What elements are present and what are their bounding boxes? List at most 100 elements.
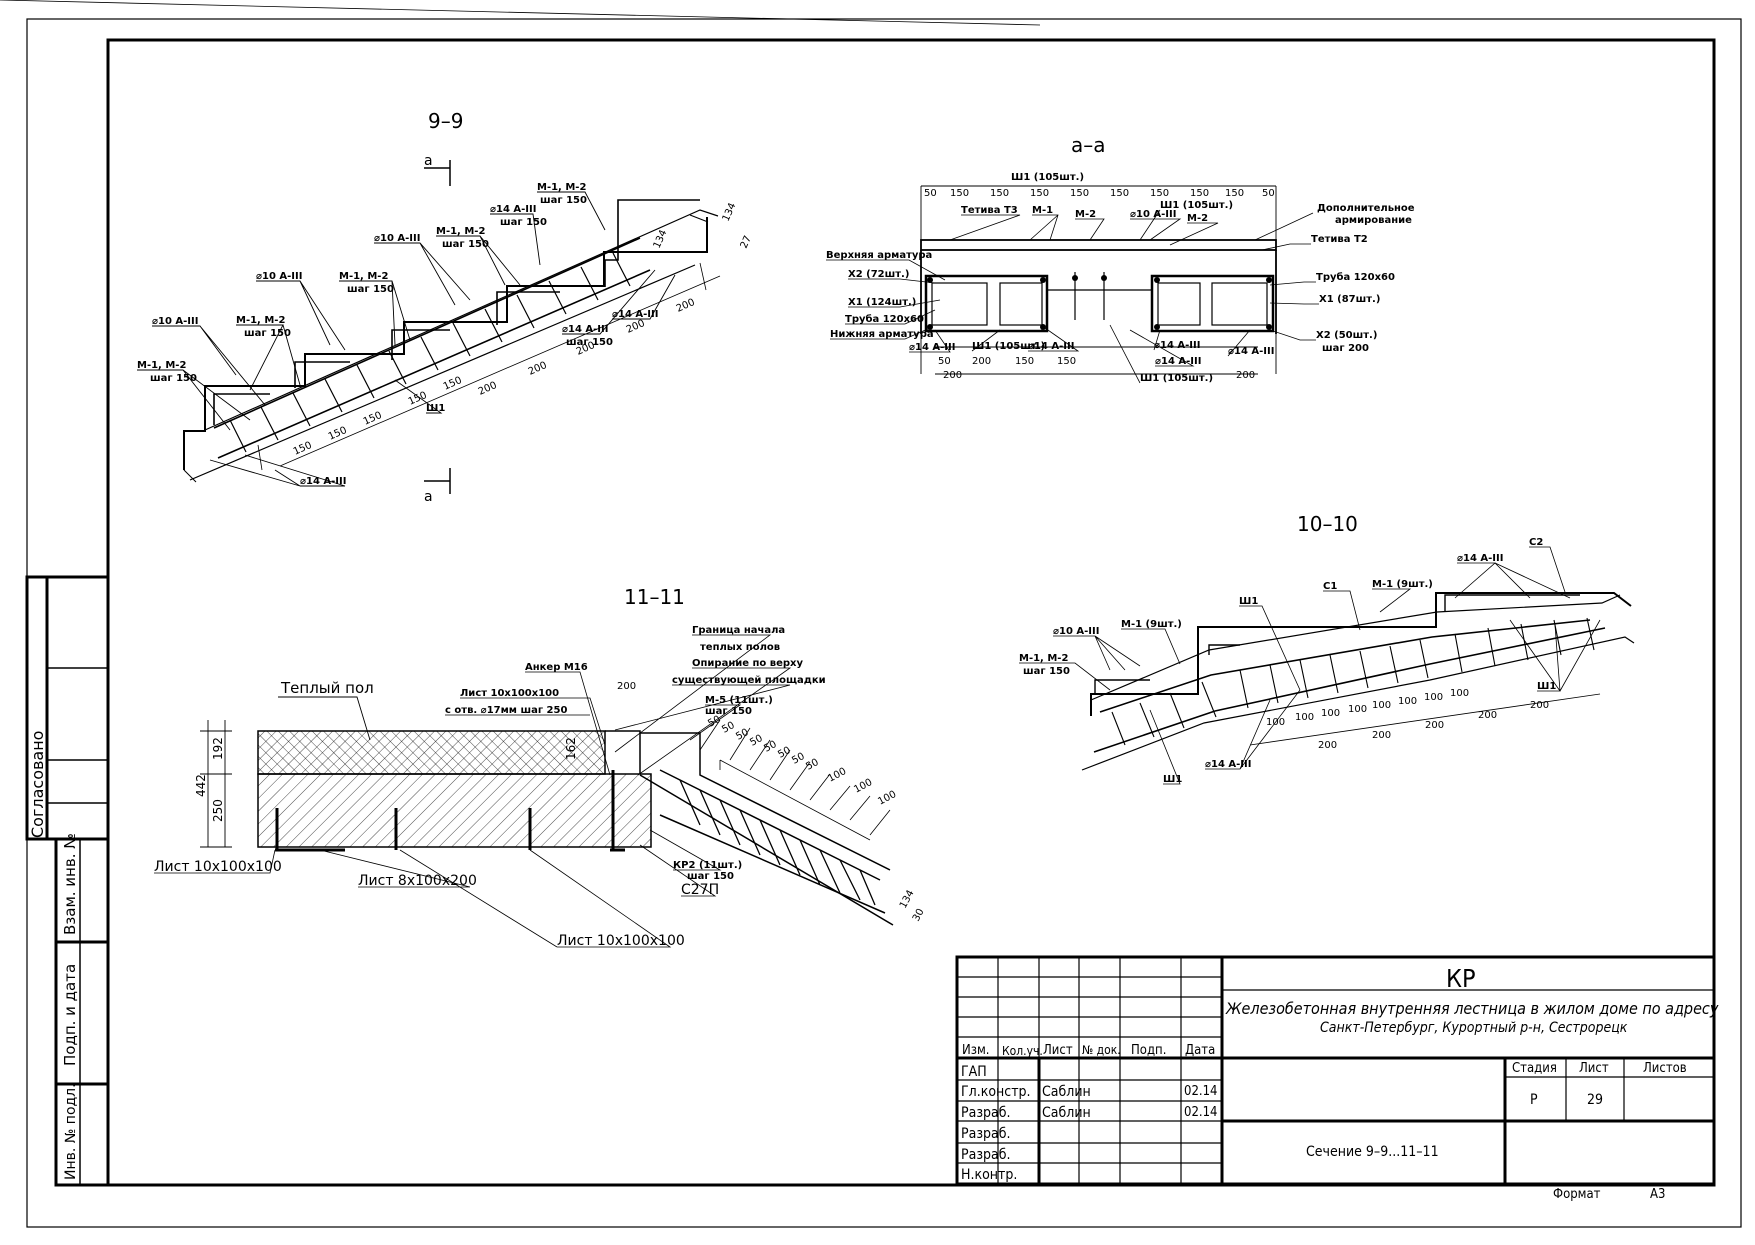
- s1010-dim: 100: [1372, 700, 1391, 711]
- aa-dim-top: 150: [1225, 188, 1244, 199]
- s1010-dim: 200: [1478, 710, 1497, 721]
- s99-label: ⌀14 А-III: [612, 309, 658, 320]
- s1111-dim: 50: [790, 751, 806, 767]
- s1111-label: М-5 (11шт.): [705, 695, 773, 706]
- name-glkonstr: Саблин: [1042, 1084, 1091, 1100]
- hdr-ndok: № док.: [1082, 1043, 1121, 1057]
- aa-label: ⌀14 А-III: [1028, 341, 1074, 352]
- s1010-dim: 100: [1295, 712, 1314, 723]
- s1010-dim: 100: [1398, 696, 1417, 707]
- s1111-dim: 192: [211, 737, 225, 760]
- s1010-label: шаг 150: [1023, 666, 1070, 677]
- s99-dim: 150: [362, 410, 384, 428]
- stage-value: Р: [1530, 1092, 1538, 1108]
- s1010-dim: 100: [1450, 688, 1469, 699]
- s1111-dim: 50: [804, 757, 820, 773]
- aa-label: Тетива Т2: [1311, 234, 1368, 245]
- role-glkonstr: Гл.констр.: [961, 1084, 1031, 1100]
- aa-dim-top: 50: [1262, 188, 1275, 199]
- hdr-sheets: Листов: [1643, 1061, 1687, 1076]
- aa-label: М-2: [1075, 209, 1096, 220]
- aa-label: Ш1 (105шт.): [1160, 200, 1233, 211]
- aa-label: шаг 200: [1322, 343, 1369, 354]
- aa-label: Х2 (50шт.): [1316, 330, 1377, 341]
- title-project-line1: Железобетонная внутренняя лестница в жил…: [1226, 999, 1719, 1018]
- aa-dim-bottom: 200: [972, 356, 991, 367]
- section-10-10-title: 10–10: [1297, 512, 1358, 536]
- section-a-a: а–а 50 150 150 150 150 150 150 150 150 5…: [0, 0, 1415, 384]
- s1111-label: теплых полов: [700, 642, 780, 653]
- s1010-label: Ш1: [1537, 681, 1556, 692]
- aa-dim-top: 150: [990, 188, 1009, 199]
- aa-label: армирование: [1335, 215, 1412, 226]
- aa-label: Х2 (72шт.): [848, 269, 909, 280]
- cut-mark-bottom: а: [424, 489, 433, 505]
- sheet-title: Сечение 9–9...11–11: [1306, 1144, 1439, 1160]
- format-label: Формат: [1553, 1187, 1601, 1202]
- s1111-dim: 50: [776, 745, 792, 761]
- aa-label: Ш1 (105шт.): [1140, 373, 1213, 384]
- section-a-a-title: а–а: [1071, 133, 1106, 157]
- aa-label: ⌀14 А-III: [1155, 356, 1201, 367]
- aa-dim-top: 150: [950, 188, 969, 199]
- aa-label: Ш1 (105шт.): [1011, 172, 1084, 183]
- s1111-label-c27p: С27П: [681, 882, 719, 898]
- hdr-podp: Подп.: [1131, 1043, 1167, 1058]
- s1010-dim: 100: [1424, 692, 1443, 703]
- section-11-11-title: 11–11: [624, 585, 685, 609]
- s1111-dim: 200: [617, 681, 636, 692]
- s1010-label: С1: [1323, 581, 1337, 592]
- s1111-label: Граница начала: [692, 625, 785, 636]
- name-razrab-1: Саблин: [1042, 1105, 1091, 1121]
- s1111-dim: 442: [194, 774, 208, 797]
- aa-dim-top: 150: [1150, 188, 1169, 199]
- aa-label: Х1 (124шт.): [848, 297, 916, 308]
- s1010-label: М-1 (9шт.): [1372, 579, 1433, 590]
- s1010-dim: 200: [1372, 730, 1391, 741]
- s1111-label: Анкер М16: [525, 662, 588, 673]
- aa-dim-bottom: 200: [1236, 370, 1255, 381]
- s99-label: М-1, М-2: [236, 315, 285, 326]
- s99-label: ⌀10 А-III: [374, 233, 420, 244]
- s99-label: шаг 150: [540, 195, 587, 206]
- sheet-value: 29: [1587, 1092, 1604, 1108]
- s1111-label: шаг 150: [687, 871, 734, 882]
- aa-label: Нижняя арматура: [830, 329, 934, 340]
- s1010-label: ⌀14 А-III: [1205, 759, 1251, 770]
- hdr-list: Лист: [1043, 1043, 1073, 1058]
- s99-label: ⌀10 А-III: [152, 316, 198, 327]
- aa-label: Труба 120х60: [1316, 271, 1395, 283]
- aa-dim-bottom: 150: [1057, 356, 1076, 367]
- s99-label: ⌀14 А-III: [562, 324, 608, 335]
- s1010-label: Ш1: [1163, 774, 1182, 785]
- s99-label: М-1, М-2: [537, 182, 586, 193]
- aa-dim-top: 150: [1110, 188, 1129, 199]
- s99-label: шаг 150: [347, 284, 394, 295]
- s1010-label: М-1, М-2: [1019, 653, 1068, 664]
- s1010-dim: 100: [1266, 717, 1285, 728]
- s1111-dim: 100: [852, 777, 874, 796]
- hdr-sheet: Лист: [1579, 1061, 1609, 1076]
- title-block: [955, 955, 1716, 1186]
- aa-label: Х1 (87шт.): [1319, 294, 1380, 305]
- s1010-label: М-1 (9шт.): [1121, 619, 1182, 630]
- s99-label: М-1, М-2: [436, 226, 485, 237]
- aa-label: ⌀14 А-III: [909, 342, 955, 353]
- s99-label: ⌀10 А-III: [256, 271, 302, 282]
- hdr-kol: Кол.уч.: [1002, 1044, 1043, 1058]
- section-11-11: 11–11 50 50 50 50 50 50 50 50 100: [154, 585, 927, 949]
- s1111-label: Лист 10х100х100: [460, 688, 559, 699]
- aa-label: М-2: [1187, 213, 1208, 224]
- aa-label: Дополнительное: [1317, 203, 1415, 214]
- s1010-dim: 200: [1425, 720, 1444, 731]
- s1010-dim: 200: [1318, 740, 1337, 751]
- s1111-label: с отв. ⌀17мм шаг 250: [445, 705, 567, 716]
- s99-label: М-1, М-2: [339, 271, 388, 282]
- section-9-9-title: 9–9: [428, 109, 463, 133]
- s99-dim: 150: [442, 375, 464, 393]
- s1111-label: Опирание по верху: [692, 658, 803, 669]
- side-stamp: Согласовано Взам. инв. № Подп. и дата Ин…: [25, 575, 110, 1187]
- aa-dim-bottom: 200: [943, 370, 962, 381]
- s1111-dim: 162: [564, 737, 578, 760]
